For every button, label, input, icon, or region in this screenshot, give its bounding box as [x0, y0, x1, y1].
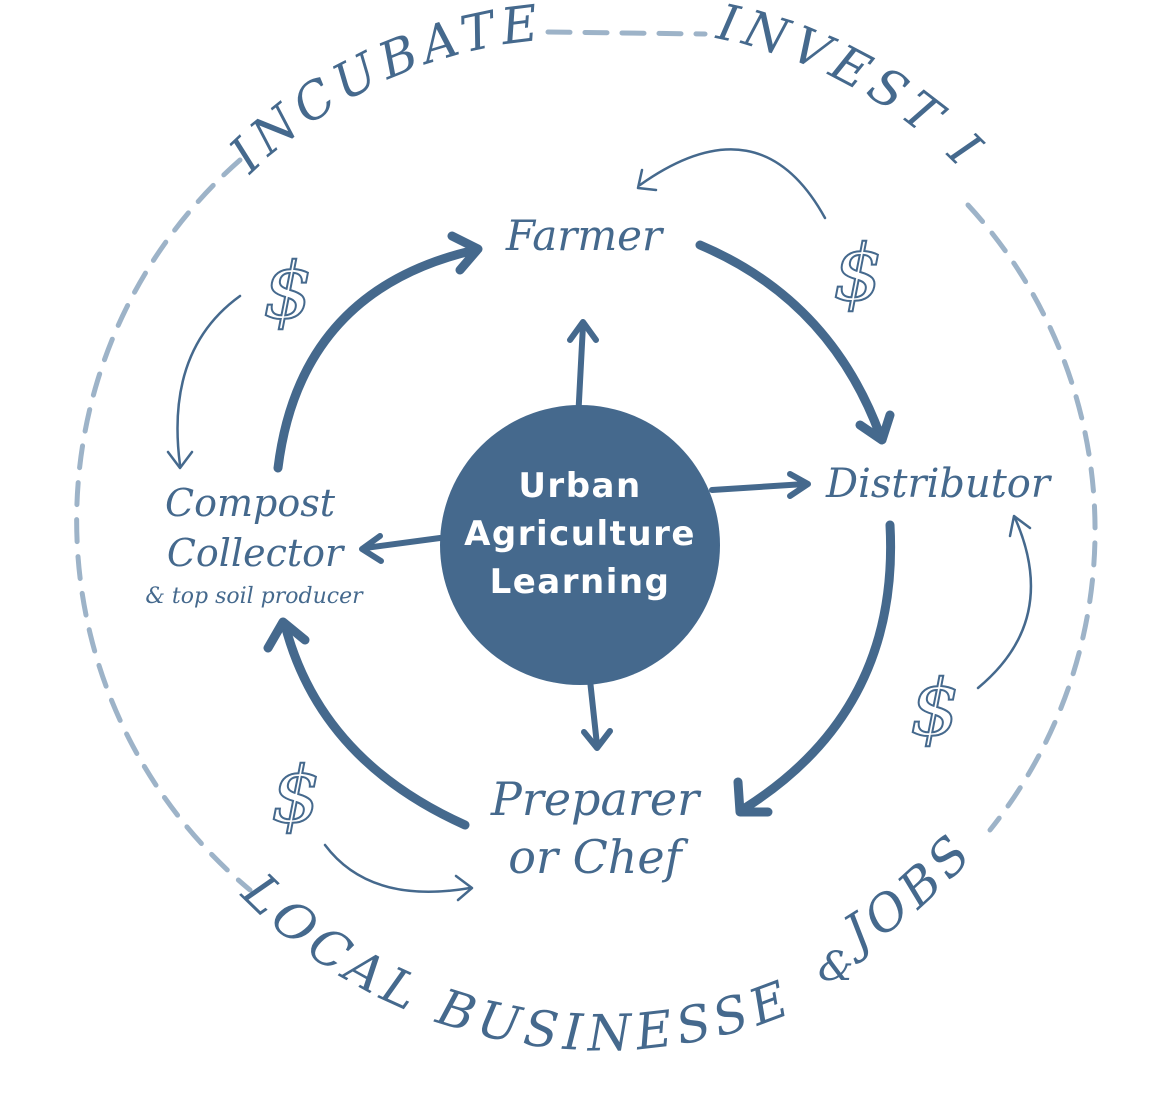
center-label-line3: Learning	[490, 562, 671, 602]
dollar-sign-icon: $	[833, 229, 883, 319]
center-label-line2: Agriculture	[464, 514, 696, 554]
node-compost-sub: & top soil producer	[145, 584, 364, 609]
outer-dashed-ring	[74, 29, 1098, 893]
arrow-distributor-to-preparer	[740, 520, 896, 813]
money-flow-arrows	[166, 148, 1033, 902]
center-spokes	[359, 319, 811, 751]
dollar-sign-icon: $	[271, 751, 321, 841]
arrow-compost-to-farmer	[273, 245, 480, 473]
node-farmer: Farmer	[505, 211, 665, 260]
arrow-head-icon	[359, 533, 384, 564]
arrow-head-icon	[567, 319, 599, 343]
arrow-head-icon	[855, 410, 895, 445]
dollar-sign-icon: $	[263, 247, 313, 337]
outer-label-incubate: INCUBATE	[218, 0, 547, 184]
money-arrow-right	[976, 516, 1033, 690]
spoke-up	[575, 322, 586, 423]
outer-label-ampersand: &	[818, 944, 854, 990]
arrow-head-icon	[166, 450, 194, 470]
node-preparer-line1: Preparer	[490, 772, 702, 826]
money-arrow-left	[176, 294, 242, 467]
node-compost-line1: Compost	[165, 481, 336, 525]
spoke-left	[362, 535, 443, 551]
arrow-preparer-to-compost	[280, 620, 470, 830]
node-distributor: Distributor	[825, 461, 1053, 507]
arrow-head-icon	[636, 168, 658, 192]
arrow-head-icon	[454, 874, 474, 902]
center-label-line1: Urban	[518, 466, 641, 506]
arrow-farmer-to-distributor	[695, 240, 885, 440]
money-arrow-top	[638, 148, 827, 220]
center-circle	[440, 405, 720, 685]
node-compost-line2: Collector	[167, 531, 346, 575]
main-cycle-arrows	[263, 231, 896, 830]
dollar-sign-icon: $	[910, 664, 960, 754]
arrow-head-icon	[733, 777, 773, 817]
spoke-right	[709, 481, 808, 493]
node-preparer-line2: or Chef	[508, 830, 688, 884]
arrow-head-icon	[447, 231, 483, 275]
dollar-signs: $ $ $ $	[262, 228, 961, 842]
money-arrow-bottom	[323, 843, 472, 893]
arrow-head-icon	[263, 617, 310, 653]
spoke-down	[587, 677, 600, 748]
arrow-head-icon	[787, 471, 811, 499]
arrow-head-icon	[1008, 514, 1032, 538]
arrow-head-icon	[581, 728, 613, 751]
